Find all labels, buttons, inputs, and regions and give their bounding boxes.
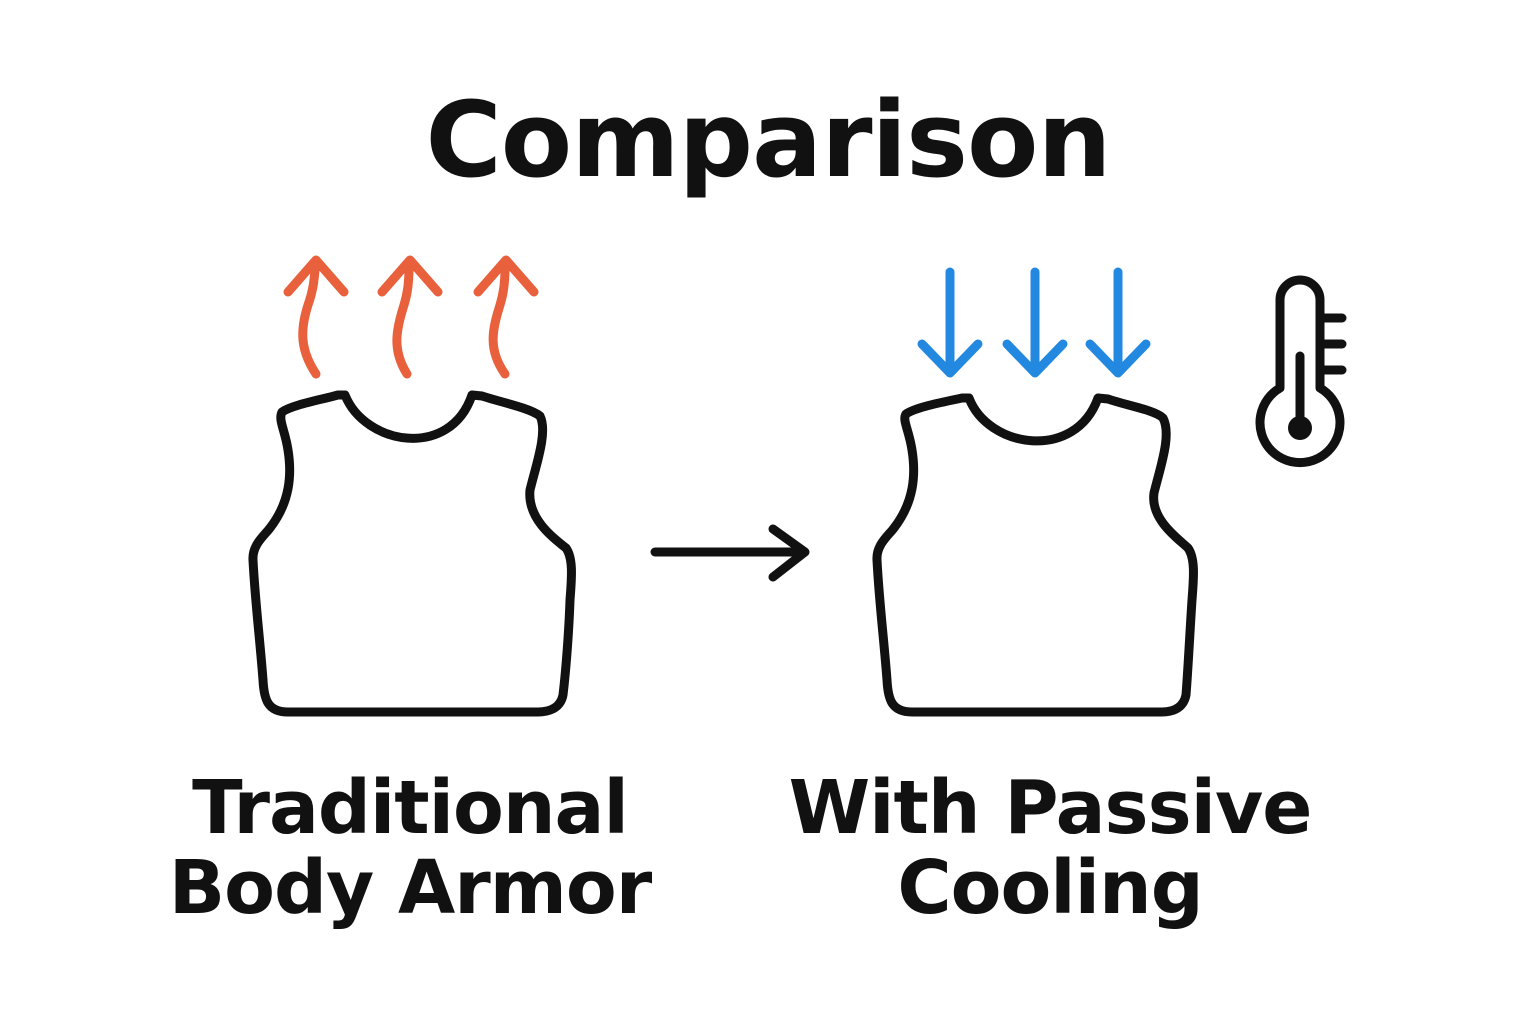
cooling-arrow-icon: [1002, 267, 1068, 378]
cooling-arrow-icon: [917, 267, 983, 378]
heat-arrow-icon: [473, 255, 539, 379]
label-passive-line1: With Passive: [788, 765, 1313, 851]
heat-arrow-icon: [377, 255, 443, 379]
label-traditional-line1: Traditional: [192, 765, 629, 851]
label-traditional-line2: Body Armor: [168, 845, 652, 931]
label-passive-cooling: With Passive Cooling: [780, 768, 1320, 928]
heat-arrow-icon: [283, 255, 349, 379]
right-arrow-icon: [650, 524, 810, 582]
heat-arrows: [283, 255, 539, 379]
vest-icon-passive-cooling: [872, 393, 1198, 717]
thermometer-icon: [1255, 275, 1347, 468]
label-passive-line2: Cooling: [897, 845, 1203, 931]
label-traditional-body-armor: Traditional Body Armor: [150, 768, 670, 928]
vest-icon-traditional: [248, 390, 576, 717]
cooling-arrows: [917, 267, 1151, 378]
cooling-arrow-icon: [1085, 267, 1151, 378]
page-title: Comparison: [425, 79, 1111, 201]
